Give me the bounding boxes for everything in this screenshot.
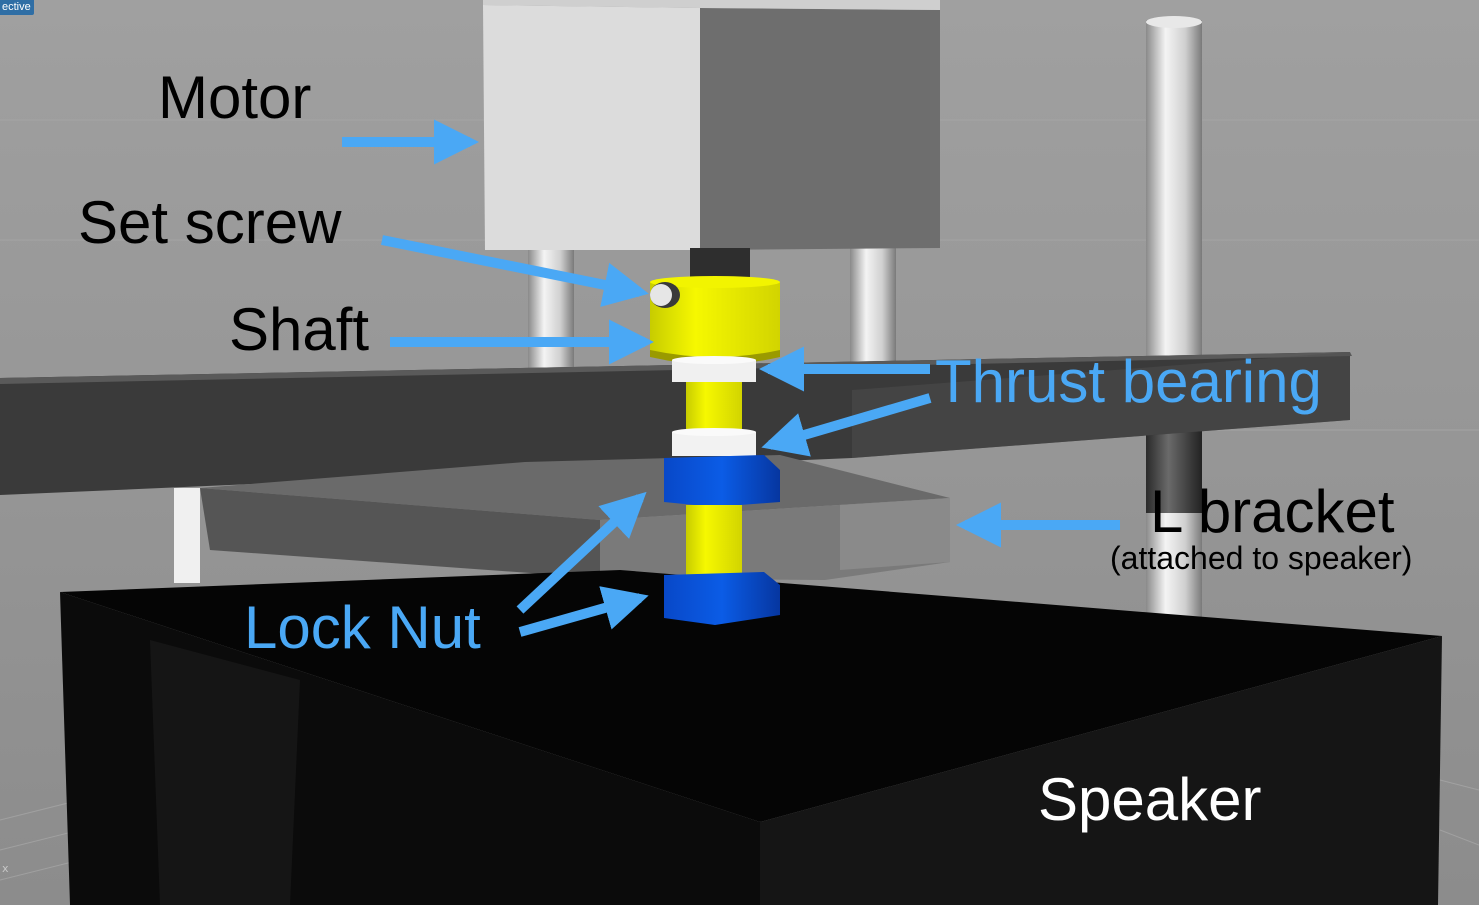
lock-nut-upper <box>664 455 780 507</box>
viewport-perspective-tab[interactable]: ective <box>0 0 34 15</box>
label-motor: Motor <box>158 64 312 131</box>
speaker-top <box>60 570 1442 822</box>
label-thrust-bearing: Thrust bearing <box>935 348 1322 415</box>
label-l-bracket-note: (attached to speaker) <box>1110 540 1413 576</box>
speaker-front-right <box>760 636 1442 905</box>
annotation-arrows <box>342 119 1120 637</box>
label-speaker: Speaker <box>1038 766 1262 833</box>
arrow-thrust-lower <box>761 393 932 457</box>
arrow-lock-nut-lower <box>518 586 649 637</box>
lock-nut-lower <box>664 572 780 625</box>
lead-shaft-upper <box>686 382 742 434</box>
lead-shaft-lower <box>686 505 742 577</box>
axis-indicator: x <box>2 862 9 875</box>
label-set-screw: Set screw <box>78 189 342 256</box>
arrow-lock-nut-upper <box>516 491 647 614</box>
label-l-bracket: L bracket <box>1150 478 1395 545</box>
support-rod-right <box>1146 20 1202 620</box>
thrust-bearing-upper <box>672 360 756 382</box>
motor-front <box>483 5 700 250</box>
motor-standoff-left <box>528 240 574 370</box>
motor-side <box>700 8 940 250</box>
label-shaft: Shaft <box>229 296 370 363</box>
motor-standoff-right <box>850 240 896 370</box>
rear-post <box>174 488 200 583</box>
label-lock-nut: Lock Nut <box>244 594 481 661</box>
arrow-set-screw <box>381 235 649 307</box>
